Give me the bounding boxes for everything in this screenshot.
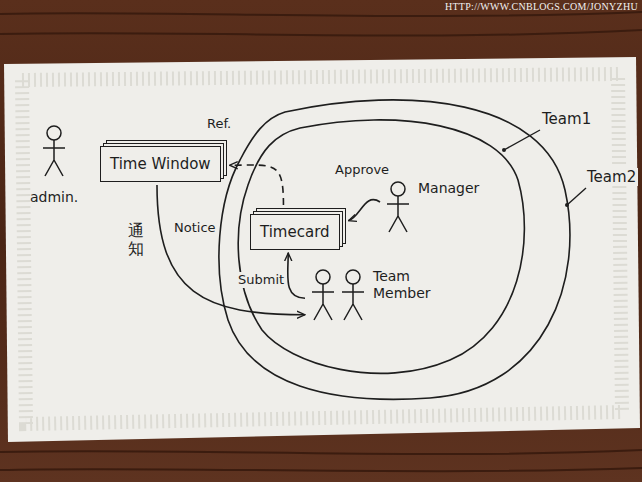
napkin xyxy=(4,57,640,442)
node-label: Team Member xyxy=(373,268,439,302)
leader-line xyxy=(567,188,586,205)
actor: Manager xyxy=(383,180,479,235)
figure-head xyxy=(391,182,405,196)
node-label: Time Window xyxy=(110,155,211,173)
edge-label: Approve xyxy=(333,162,391,178)
figure-body xyxy=(43,140,65,176)
watermark: HTTP://WWW.CNBLOGS.COM/JONYZHU xyxy=(445,1,638,12)
edge-label: Notice xyxy=(172,220,218,236)
figure-head xyxy=(316,270,330,284)
leader-dot xyxy=(502,148,506,152)
team-name: Team1 xyxy=(540,110,593,128)
edge-label: Ref. xyxy=(205,116,233,132)
stick-figure xyxy=(383,180,413,235)
napkin-emboss xyxy=(22,74,622,424)
figure-body xyxy=(312,284,334,320)
actor: Team Member xyxy=(308,268,439,323)
node-label: Manager xyxy=(418,180,479,197)
figure-head xyxy=(47,126,61,140)
figure-head xyxy=(346,270,360,284)
wood-grain xyxy=(0,12,642,471)
actor-name: admin. xyxy=(30,189,78,206)
node-label: Timecard xyxy=(260,223,330,241)
stacked-card-box: Timecard xyxy=(250,208,346,250)
card-front: Time Window xyxy=(100,146,221,182)
node-label: admin. xyxy=(30,189,78,206)
team-loop xyxy=(238,120,524,373)
leader-line xyxy=(504,130,540,150)
team-name: Team2 xyxy=(585,168,638,186)
actor-name: Team Member xyxy=(373,268,439,302)
vertical-note: 通知 xyxy=(128,222,144,257)
arrow-connector xyxy=(349,200,380,221)
stacked-card-box: Time Window xyxy=(100,140,227,182)
stick-figure xyxy=(308,268,368,323)
actor: admin. xyxy=(30,124,78,206)
figure-body xyxy=(387,196,409,232)
stick-figure xyxy=(39,124,69,179)
card-front: Timecard xyxy=(250,214,340,250)
team-loop xyxy=(219,100,570,399)
dashed-connector xyxy=(230,165,284,205)
leader-dot xyxy=(565,203,569,207)
arrow-connector xyxy=(288,253,305,298)
edge-label: Submit xyxy=(236,272,286,288)
figure-body xyxy=(342,284,364,320)
actor-name: Manager xyxy=(418,180,479,197)
